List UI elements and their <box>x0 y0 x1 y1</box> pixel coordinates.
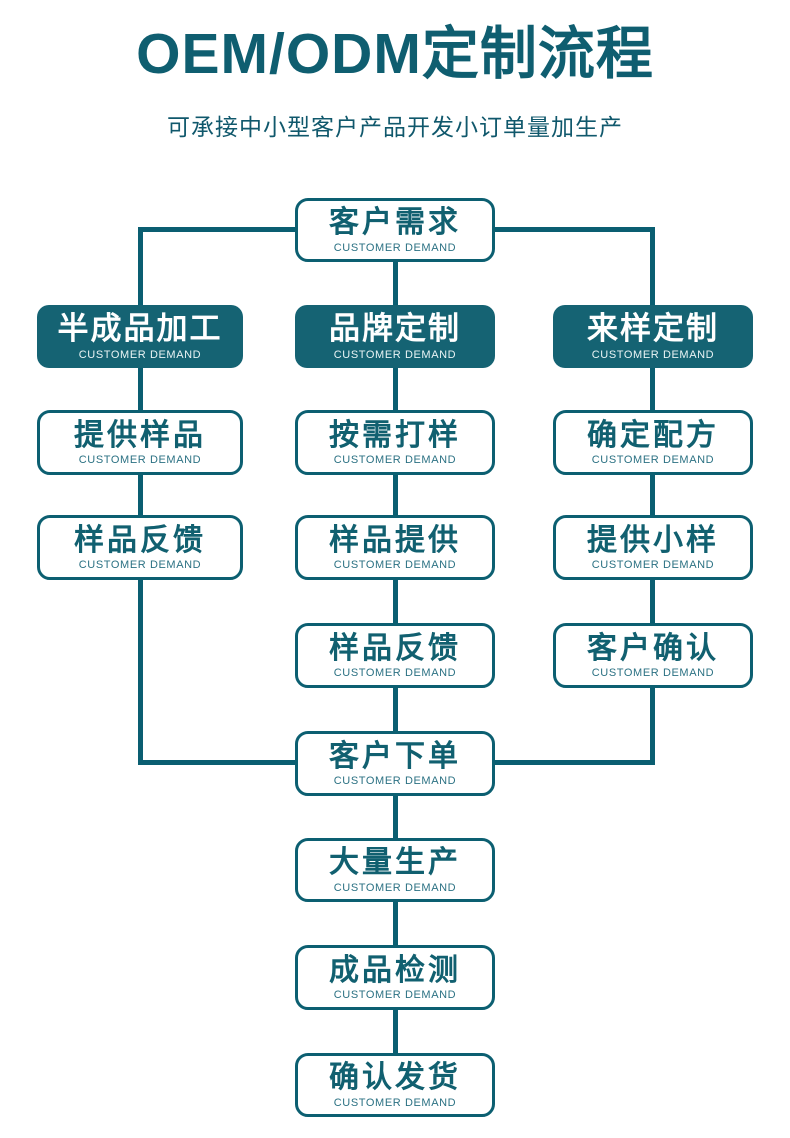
page-title: OEM/ODM定制流程 <box>136 22 654 86</box>
node-sublabel: CUSTOMER DEMAND <box>333 454 457 467</box>
node-label: 客户确认 <box>587 631 719 665</box>
flow-node-customer-confirm: 客户确认 CUSTOMER DEMAND <box>553 623 753 688</box>
node-label: 客户下单 <box>329 739 461 773</box>
flow-node-confirm-formula: 确定配方 CUSTOMER DEMAND <box>553 410 753 475</box>
node-sublabel: CUSTOMER DEMAND <box>333 1096 457 1109</box>
page-subtitle: 可承接中小型客户产品开发小订单量加生产 <box>167 114 623 140</box>
node-sublabel: CUSTOMER DEMAND <box>333 667 457 680</box>
node-sublabel: CUSTOMER DEMAND <box>333 881 457 894</box>
flow-node-provide-sample: 提供样品 CUSTOMER DEMAND <box>37 410 243 475</box>
flow-node-sample-customization: 来样定制 CUSTOMER DEMAND <box>553 305 753 368</box>
node-label: 提供小样 <box>587 523 719 557</box>
connector-right-vertical <box>650 227 655 765</box>
node-sublabel: CUSTOMER DEMAND <box>333 775 457 788</box>
flow-node-customer-order: 客户下单 CUSTOMER DEMAND <box>295 731 495 796</box>
node-label: 样品反馈 <box>329 631 461 665</box>
node-label: 确定配方 <box>587 418 719 452</box>
node-sublabel: CUSTOMER DEMAND <box>333 989 457 1002</box>
flow-node-sample-feedback-left: 样品反馈 CUSTOMER DEMAND <box>37 515 243 580</box>
node-sublabel: CUSTOMER DEMAND <box>591 454 715 467</box>
node-label: 确认发货 <box>329 1061 461 1095</box>
node-sublabel: CUSTOMER DEMAND <box>333 348 457 361</box>
connector-left-vertical <box>138 227 143 765</box>
node-label: 提供样品 <box>74 418 206 452</box>
flow-node-customer-demand: 客户需求 CUSTOMER DEMAND <box>295 198 495 262</box>
flow-node-finished-product-inspection: 成品检测 CUSTOMER DEMAND <box>295 945 495 1010</box>
node-label: 来样定制 <box>587 311 719 347</box>
flow-node-semi-finished-processing: 半成品加工 CUSTOMER DEMAND <box>37 305 243 368</box>
node-label: 品牌定制 <box>329 311 461 347</box>
node-sublabel: CUSTOMER DEMAND <box>78 559 202 572</box>
node-label: 大量生产 <box>329 846 461 880</box>
flow-node-provide-small-sample: 提供小样 CUSTOMER DEMAND <box>553 515 753 580</box>
node-sublabel: CUSTOMER DEMAND <box>591 667 715 680</box>
node-sublabel: CUSTOMER DEMAND <box>333 559 457 572</box>
node-label: 客户需求 <box>329 206 461 240</box>
flow-node-sample-on-demand: 按需打样 CUSTOMER DEMAND <box>295 410 495 475</box>
node-label: 按需打样 <box>329 418 461 452</box>
node-label: 样品提供 <box>329 523 461 557</box>
node-label: 成品检测 <box>329 953 461 987</box>
flow-node-brand-customization: 品牌定制 CUSTOMER DEMAND <box>295 305 495 368</box>
flow-node-confirm-shipment: 确认发货 CUSTOMER DEMAND <box>295 1053 495 1117</box>
flow-node-mass-production: 大量生产 CUSTOMER DEMAND <box>295 838 495 902</box>
node-sublabel: CUSTOMER DEMAND <box>78 454 202 467</box>
node-label: 半成品加工 <box>57 311 223 347</box>
node-sublabel: CUSTOMER DEMAND <box>591 348 715 361</box>
flow-node-sample-feedback-middle: 样品反馈 CUSTOMER DEMAND <box>295 623 495 688</box>
flow-node-sample-provide: 样品提供 CUSTOMER DEMAND <box>295 515 495 580</box>
node-sublabel: CUSTOMER DEMAND <box>333 241 457 254</box>
node-sublabel: CUSTOMER DEMAND <box>591 559 715 572</box>
node-sublabel: CUSTOMER DEMAND <box>78 348 202 361</box>
node-label: 样品反馈 <box>74 523 206 557</box>
